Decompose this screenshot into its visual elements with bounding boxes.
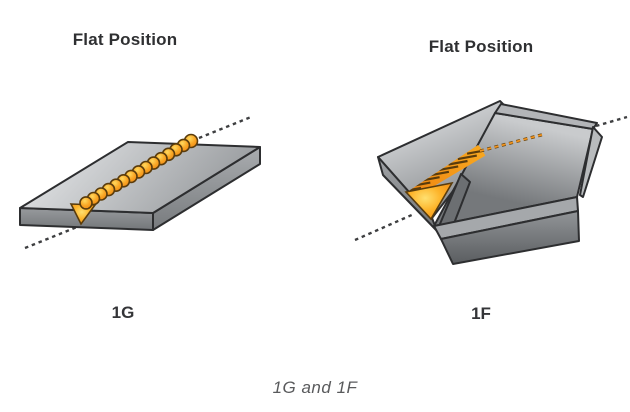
weld-axis-dash-right — [595, 115, 628, 128]
flat-position-heading-left: Flat Position — [72, 30, 178, 49]
position-code-label-1f: 1F — [471, 304, 491, 323]
weld-bead-peek-dashes — [479, 132, 546, 153]
weld-axis-dash-right — [198, 115, 252, 140]
figure-caption: 1G and 1F — [272, 378, 358, 397]
groove-weld-figure-svg — [19, 115, 261, 250]
base-lower-edge — [440, 210, 580, 265]
weld-bead-strip — [404, 145, 487, 197]
right-plate-end-face — [579, 126, 603, 198]
weld-bead-scallops — [79, 133, 199, 210]
fillet-weld-face — [404, 181, 454, 221]
weld-axis-dash-left — [354, 212, 415, 242]
position-code-label-1g: 1G — [111, 303, 135, 322]
right-plate-top-edge — [494, 103, 598, 130]
flat-position-heading-right: Flat Position — [428, 37, 534, 56]
weld-bead-ribs — [404, 149, 487, 193]
weld-axis-dash-left — [24, 225, 78, 250]
fillet-weld-figure-svg — [354, 100, 628, 265]
